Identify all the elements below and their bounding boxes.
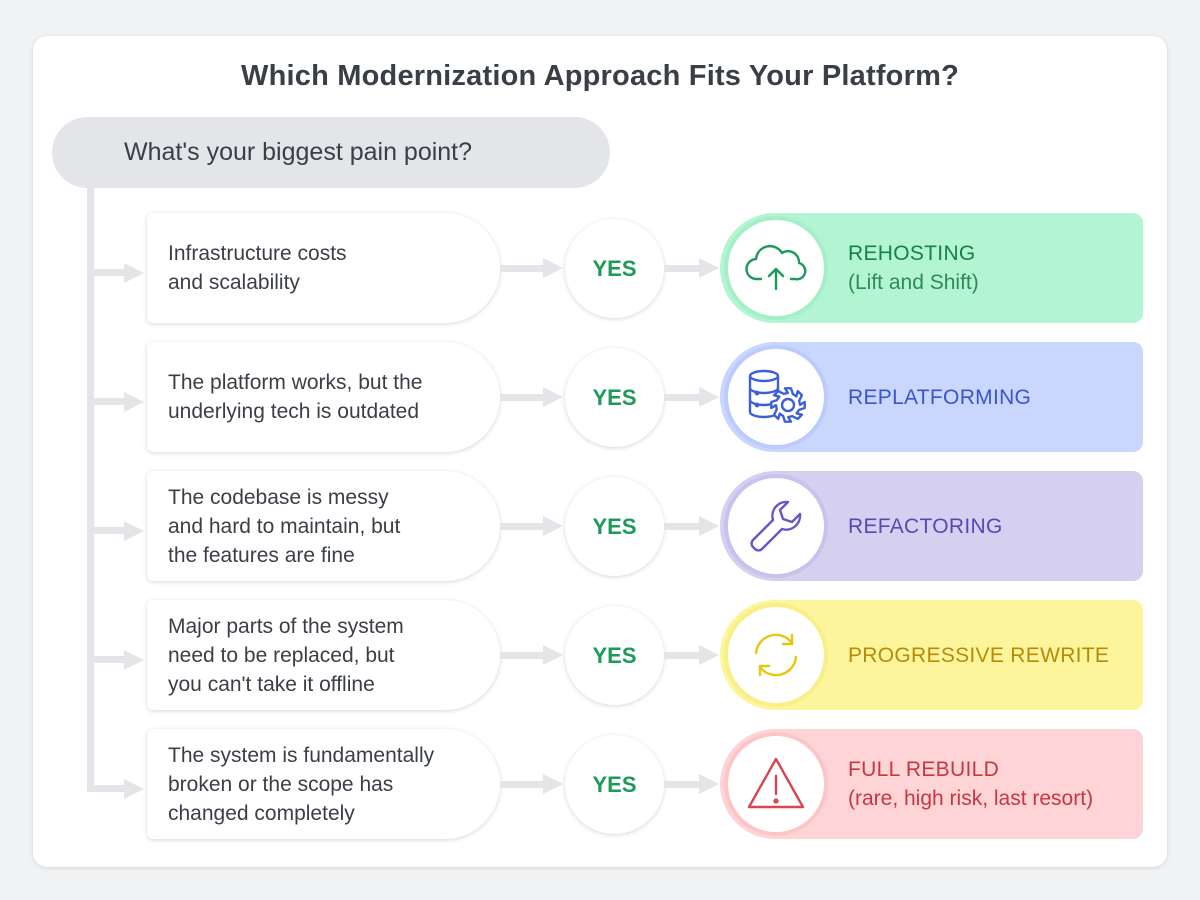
approach-title: REHOSTING <box>848 242 976 265</box>
branch-arrowhead <box>124 521 144 541</box>
yes-circle: YES <box>565 606 664 705</box>
cloud-upload-icon <box>743 235 809 301</box>
approach-result-card: FULL REBUILD (rare, high risk, last resor… <box>720 729 1143 839</box>
approach-subtitle: (Lift and Shift) <box>848 271 979 294</box>
pain-point-line: broken or the scope has <box>168 772 394 796</box>
pain-point-line: The platform works, but the <box>168 371 423 394</box>
question-pill: What's your biggest pain point? <box>52 117 610 188</box>
approach-label: PROGRESSIVE REWRITE <box>848 600 1109 710</box>
pain-point-line: The codebase is messy <box>168 485 389 509</box>
connector-arrowhead <box>543 516 563 536</box>
pain-point-box: The platform works, but the underlying te… <box>147 342 500 452</box>
connector-arrowhead <box>543 258 563 278</box>
pain-point-line: and scalability <box>168 271 300 294</box>
connector-line <box>500 265 546 272</box>
approach-icon-circle <box>728 736 824 832</box>
pain-point-line: the features are fine <box>168 543 355 567</box>
branch-line <box>87 785 125 792</box>
approach-label: REHOSTING (Lift and Shift) <box>848 213 979 323</box>
approach-title: FULL REBUILD <box>848 758 1000 781</box>
connector-arrowhead <box>699 774 719 794</box>
branch-line <box>87 527 125 534</box>
pain-point-line: Major parts of the system <box>168 614 404 638</box>
connector-arrowhead <box>543 774 563 794</box>
connector-line <box>664 523 702 530</box>
approach-label: REPLATFORMING <box>848 342 1031 452</box>
connector-line <box>500 652 546 659</box>
decision-spine <box>87 188 94 786</box>
connector-line <box>664 394 702 401</box>
pain-point-line: and hard to maintain, but <box>168 514 401 538</box>
yes-label: YES <box>592 642 637 668</box>
refresh-cycle-icon <box>744 623 808 687</box>
pain-point-line: The system is fundamentally <box>168 743 435 767</box>
branch-line <box>87 656 125 663</box>
pain-point-line: changed completely <box>168 801 355 825</box>
approach-title: REPLATFORMING <box>848 385 1032 409</box>
connector-arrowhead <box>699 258 719 278</box>
approach-icon-circle <box>728 478 824 574</box>
pain-point-box: Infrastructure costs and scalability <box>147 213 500 323</box>
pain-point-line: Infrastructure costs <box>168 242 347 265</box>
approach-icon-circle <box>728 220 824 316</box>
wrench-icon <box>744 494 808 558</box>
diagram-title: Which Modernization Approach Fits Your P… <box>241 60 959 92</box>
connector-arrowhead <box>699 387 719 407</box>
pain-point-line: underlying tech is outdated <box>168 400 420 423</box>
pain-point-text: The codebase is messy and hard to maintai… <box>168 483 400 570</box>
connector-line <box>500 394 546 401</box>
yes-label: YES <box>592 255 637 281</box>
connector-line <box>500 523 546 530</box>
branch-line <box>87 269 125 276</box>
warning-triangle-icon <box>743 751 809 817</box>
yes-label: YES <box>592 771 637 797</box>
branch-arrowhead <box>124 392 144 412</box>
question-label: What's your biggest pain point? <box>124 138 473 166</box>
approach-label: REFACTORING <box>848 471 1003 581</box>
connector-arrowhead <box>699 645 719 665</box>
branch-arrowhead <box>124 779 144 799</box>
database-gear-icon <box>741 362 811 432</box>
approach-label: FULL REBUILD (rare, high risk, last resor… <box>848 729 1093 839</box>
yes-circle: YES <box>565 735 664 834</box>
yes-circle: YES <box>565 477 664 576</box>
approach-icon-circle <box>728 607 824 703</box>
connector-line <box>664 265 702 272</box>
yes-circle: YES <box>565 219 664 318</box>
connector-line <box>500 781 546 788</box>
connector-arrowhead <box>543 645 563 665</box>
approach-result-card: REFACTORING <box>720 471 1143 581</box>
pain-point-box: The codebase is messy and hard to maintai… <box>147 471 500 581</box>
approach-result-card: PROGRESSIVE REWRITE <box>720 600 1143 710</box>
approach-result-card: REHOSTING (Lift and Shift) <box>720 213 1143 323</box>
pain-point-line: you can't take it offline <box>168 672 375 696</box>
pain-point-text: Major parts of the system need to be repl… <box>168 612 404 699</box>
yes-label: YES <box>592 384 637 410</box>
connector-line <box>664 781 702 788</box>
approach-result-card: REPLATFORMING <box>720 342 1143 452</box>
branch-arrowhead <box>124 263 144 283</box>
approach-icon-circle <box>728 349 824 445</box>
pain-point-text: The system is fundamentally broken or the… <box>168 741 434 828</box>
approach-title: PROGRESSIVE REWRITE <box>848 643 1110 667</box>
pain-point-text: Infrastructure costs and scalability <box>168 239 347 297</box>
approach-title: REFACTORING <box>848 514 1003 538</box>
yes-circle: YES <box>565 348 664 447</box>
pain-point-line: need to be replaced, but <box>168 643 395 667</box>
connector-arrowhead <box>543 387 563 407</box>
branch-arrowhead <box>124 650 144 670</box>
connector-arrowhead <box>699 516 719 536</box>
connector-line <box>664 652 702 659</box>
pain-point-text: The platform works, but the underlying te… <box>168 368 422 426</box>
pain-point-box: The system is fundamentally broken or the… <box>147 729 500 839</box>
pain-point-box: Major parts of the system need to be repl… <box>147 600 500 710</box>
approach-subtitle: (rare, high risk, last resort) <box>848 787 1094 810</box>
yes-label: YES <box>592 513 637 539</box>
branch-line <box>87 398 125 405</box>
